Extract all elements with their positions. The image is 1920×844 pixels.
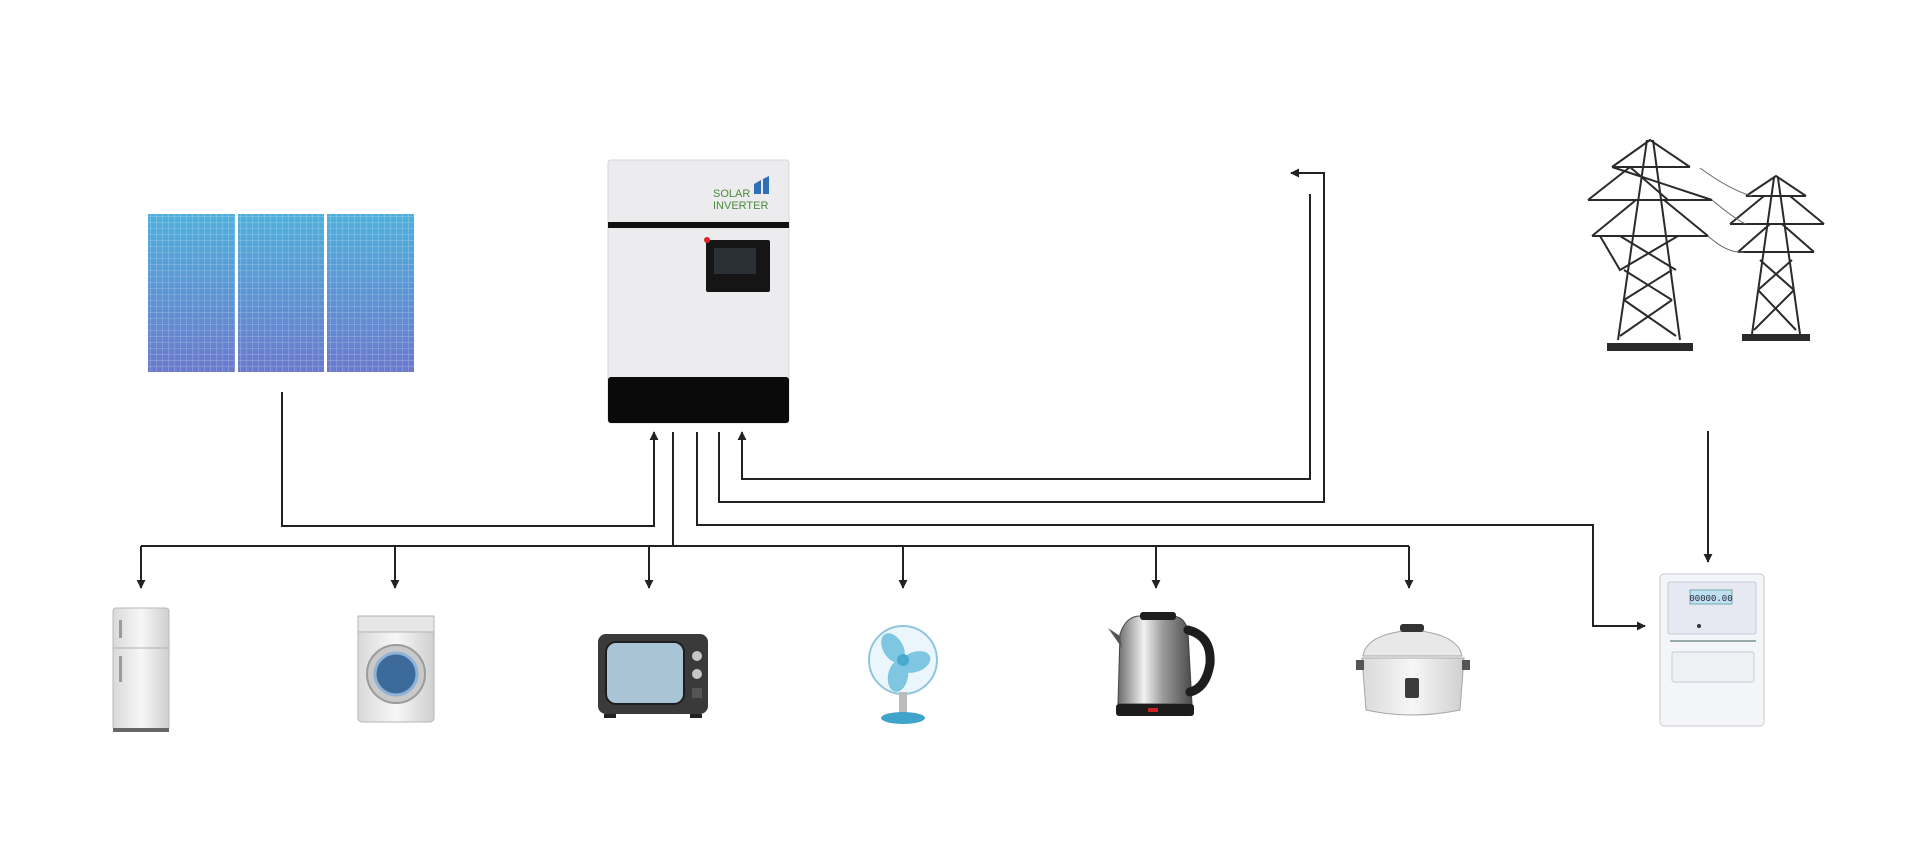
line-grid-in: [737, 194, 1311, 480]
line-solar-to-inverter: [281, 392, 659, 527]
line-inverter-to-meter: [696, 432, 1646, 631]
connection-lines: [136, 168, 1713, 631]
power-tower-icon: [1587, 138, 1825, 351]
refrigerator-icon: [112, 607, 170, 732]
solar-panel-icon: [148, 214, 414, 372]
electric-meter-icon: 00000.00: [1659, 573, 1765, 727]
inverter-brand-line2: INVERTER: [713, 200, 768, 212]
brand-logo-icon: [754, 176, 769, 194]
television-icon: [598, 634, 708, 718]
solar-inverter-icon: SOLAR INVERTER: [607, 159, 790, 424]
inverter-brand-line1: SOLAR: [713, 188, 750, 200]
electric-kettle-icon: [1108, 612, 1215, 716]
washing-machine-icon: [357, 615, 435, 723]
meter-reading: 00000.00: [1689, 594, 1732, 604]
rice-cooker-icon: [1356, 624, 1470, 716]
line-grid-out: [718, 168, 1325, 503]
electric-fan-icon: [868, 625, 938, 724]
